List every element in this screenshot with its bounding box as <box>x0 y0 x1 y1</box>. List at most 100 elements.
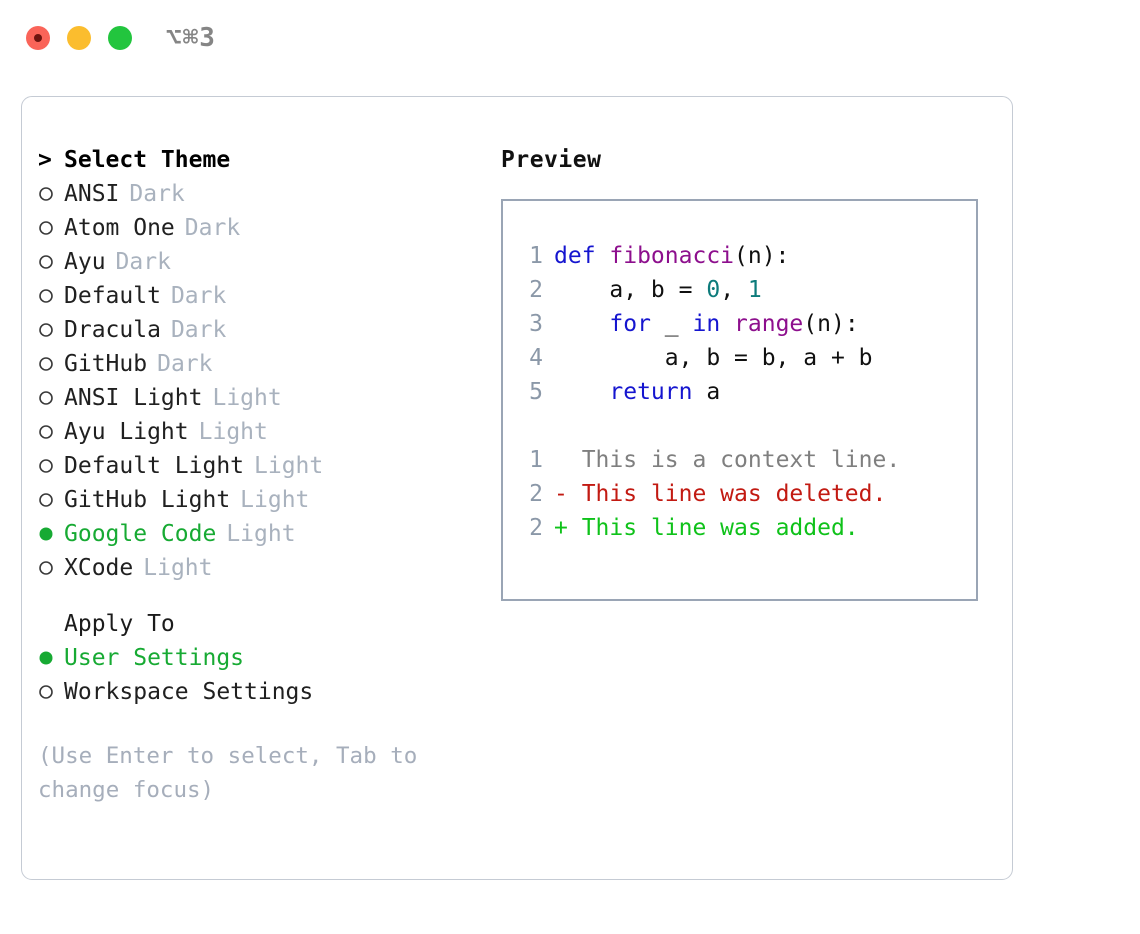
unselected-radio-icon <box>38 381 64 415</box>
theme-list-item[interactable]: Ayu Light Light <box>38 415 493 449</box>
theme-category: Dark <box>170 283 227 309</box>
theme-name: XCode <box>64 555 134 581</box>
theme-category: Light <box>198 419 268 445</box>
diff-line: 2+ This line was added. <box>517 511 976 545</box>
maximize-window-icon[interactable] <box>108 26 132 50</box>
theme-name: Ayu Light <box>64 419 189 445</box>
unselected-radio-icon <box>38 551 64 585</box>
theme-category: Light <box>143 555 213 581</box>
code-line: 2 a, b = 0, 1 <box>517 273 976 307</box>
theme-name: ANSI <box>64 181 120 207</box>
unselected-radio-icon <box>38 245 64 279</box>
preview-title: Preview <box>501 147 602 173</box>
theme-list-item[interactable]: Default Light Light <box>38 449 493 483</box>
unselected-radio-icon <box>38 483 64 517</box>
code-token: for <box>609 311 651 337</box>
theme-category: Light <box>254 453 324 479</box>
diff-text: This is a context line. <box>581 447 901 473</box>
code-token: fibonacci <box>609 243 735 269</box>
theme-category: Light <box>226 521 296 547</box>
apply-to-heading: Apply To <box>38 607 493 641</box>
theme-category: Dark <box>170 317 227 343</box>
theme-name: ANSI Light <box>64 385 203 411</box>
keyboard-shortcut-label: ⌥⌘3 <box>166 23 216 53</box>
keyboard-hint-text: (Use Enter to select, Tab to change focu… <box>38 743 418 803</box>
theme-list-item[interactable]: ANSI Dark <box>38 177 493 211</box>
unselected-radio-icon <box>38 415 64 449</box>
unselected-radio-icon <box>38 449 64 483</box>
code-line: 5 return a <box>517 375 976 409</box>
list-spacer <box>38 585 493 607</box>
line-number: 2 <box>529 481 543 507</box>
code-token: a, b = <box>554 277 707 303</box>
diff-line: 1 This is a context line. <box>517 443 976 477</box>
unselected-radio-icon <box>38 279 64 313</box>
apply-to-label: Apply To <box>64 611 175 637</box>
selected-radio-icon <box>38 517 64 551</box>
code-token: a, b = b, a + b <box>554 345 873 371</box>
code-token: in <box>692 311 721 337</box>
page-title: Select Theme <box>64 147 231 173</box>
diff-sign: - <box>554 481 582 507</box>
theme-category: Light <box>212 385 282 411</box>
minimize-window-icon[interactable] <box>67 26 91 50</box>
theme-list-item[interactable]: Default Dark <box>38 279 493 313</box>
code-token: return <box>609 379 693 405</box>
theme-category: Light <box>240 487 310 513</box>
apply-to-option[interactable]: User Settings <box>38 641 493 675</box>
theme-list-item[interactable]: Atom One Dark <box>38 211 493 245</box>
diff-sign: + <box>554 515 582 541</box>
unselected-radio-icon <box>38 177 64 211</box>
line-number: 1 <box>529 447 543 473</box>
theme-category: Dark <box>184 215 241 241</box>
code-token: 0 <box>706 277 721 303</box>
select-theme-heading: > Select Theme <box>38 143 493 177</box>
code-line: 4 a, b = b, a + b <box>517 341 976 375</box>
close-window-icon[interactable] <box>26 26 50 50</box>
theme-list-item[interactable]: ANSI Light Light <box>38 381 493 415</box>
theme-name: Dracula <box>64 317 161 343</box>
apply-to-option-label: User Settings <box>64 645 245 671</box>
theme-name: Default <box>64 283 161 309</box>
code-line: 1 def fibonacci(n): <box>517 239 976 273</box>
diff-text: This line was added. <box>581 515 859 541</box>
code-token: range <box>734 311 804 337</box>
theme-category: Dark <box>115 249 171 275</box>
diff-line: 2- This line was deleted. <box>517 477 976 511</box>
unselected-radio-icon <box>38 313 64 347</box>
code-token <box>554 311 609 337</box>
line-number: 4 <box>529 345 543 371</box>
code-token: , <box>720 277 748 303</box>
line-number: 3 <box>529 311 543 337</box>
code-token: (n): <box>803 311 859 337</box>
theme-name: GitHub <box>64 351 148 377</box>
diff-text: This line was deleted. <box>581 481 887 507</box>
title-bar: ⌥⌘3 <box>0 0 1140 76</box>
unselected-radio-icon <box>38 211 64 245</box>
code-token: a <box>692 379 721 405</box>
apply-to-option-label: Workspace Settings <box>64 679 314 705</box>
apply-to-option[interactable]: Workspace Settings <box>38 675 493 709</box>
theme-category: Dark <box>129 181 185 207</box>
code-token: 1 <box>747 277 762 303</box>
code-token: (n): <box>734 243 790 269</box>
prompt-caret-icon: > <box>38 147 52 173</box>
theme-list-item[interactable]: Dracula Dark <box>38 313 493 347</box>
theme-name: Default Light <box>64 453 245 479</box>
theme-list-item[interactable]: XCode Light <box>38 551 493 585</box>
line-number: 1 <box>529 243 543 269</box>
code-token <box>554 379 609 405</box>
code-token: def <box>554 243 610 269</box>
hint-spacer <box>38 709 493 739</box>
theme-name: Atom One <box>64 215 175 241</box>
